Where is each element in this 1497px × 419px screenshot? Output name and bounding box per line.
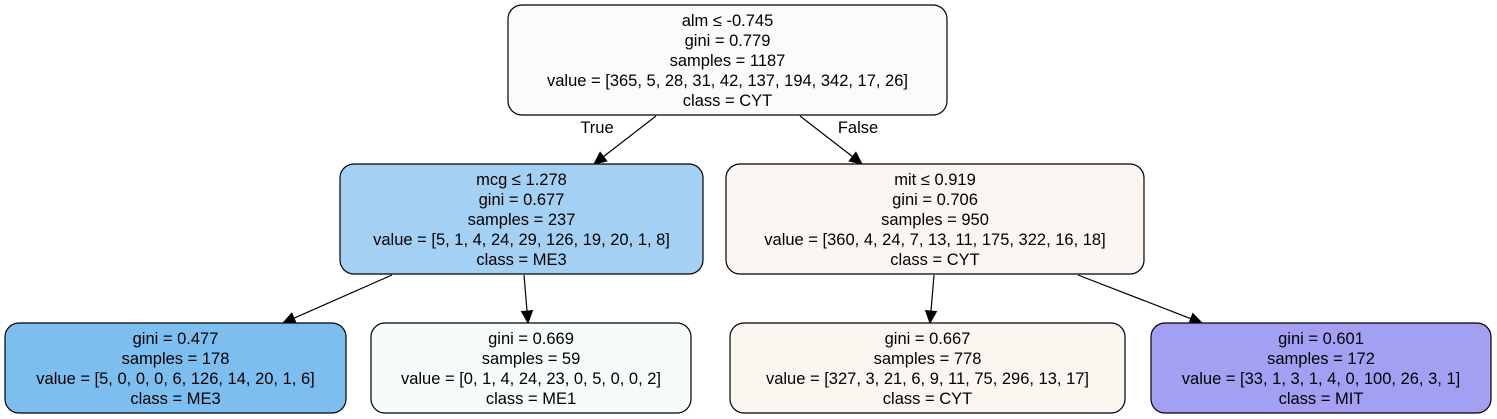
node-line: alm ≤ -0.745 [682,12,774,30]
node-line: gini = 0.667 [885,330,971,348]
edge-line [1077,274,1192,320]
arrowhead [848,151,863,165]
edge-root-left: True [580,115,657,165]
node-line: value = [5, 0, 0, 0, 6, 126, 14, 20, 1, … [36,370,314,388]
arrowhead [520,310,534,325]
edge-label: False [838,119,878,137]
node-box [725,163,1145,275]
node-line: samples = 237 [468,211,576,229]
node-line: value = [5, 1, 4, 24, 29, 126, 19, 20, 1… [373,231,670,249]
node-line: class = MIT [1279,390,1364,408]
node-line: samples = 172 [1267,350,1375,368]
node-line: class = CYT [890,251,979,269]
edge-line [293,274,393,319]
node-line: mcg ≤ 1.278 [476,171,567,189]
node-line: value = [365, 5, 28, 31, 42, 137, 194, 3… [547,72,908,90]
node-line: class = ME3 [130,390,220,408]
tree-node-rr: gini = 0.601 samples = 172 value = [33, 1,… [1150,322,1492,414]
node-line: class = CYT [683,92,772,110]
tree-node-root: alm ≤ -0.745 gini = 0.779 samples = 1187 va… [507,4,948,116]
tree-node-rl: gini = 0.667 samples = 778 value = [327, 3… [729,322,1126,414]
node-line: samples = 178 [122,350,230,368]
node-line: samples = 950 [881,211,989,229]
node-line: samples = 1187 [670,52,786,70]
edge-right-rl [924,274,938,325]
edge-root-right: False [799,115,878,165]
node-box [729,322,1126,414]
node-line: value = [0, 1, 4, 24, 23, 0, 5, 0, 0, 2] [401,370,661,388]
node-box [507,4,948,116]
node-line: gini = 0.779 [685,32,771,50]
arrowhead [593,151,608,165]
node-line: gini = 0.477 [133,330,219,348]
nodes-layer: alm ≤ -0.745 gini = 0.779 samples = 1187 va… [4,4,1492,414]
edge-left-ll [281,274,393,324]
arrowhead [924,310,938,325]
node-line: class = ME1 [486,390,576,408]
tree-node-left: mcg ≤ 1.278 gini = 0.677 samples = 237 valu… [339,163,704,275]
node-line: gini = 0.601 [1278,330,1364,348]
node-line: class = CYT [883,390,972,408]
edge-right-rr [1077,274,1204,325]
node-line: mit ≤ 0.919 [894,171,976,189]
node-box [370,322,692,414]
node-line: value = [360, 4, 24, 7, 13, 11, 175, 322… [764,231,1105,249]
edges-layer: True False [281,115,1204,325]
tree-node-lr: gini = 0.669 samples = 59 value = [0, 1, 4… [370,322,692,414]
node-line: value = [327, 3, 21, 6, 9, 11, 75, 296, … [766,370,1089,388]
node-line: samples = 778 [874,350,982,368]
arrowhead [1188,312,1204,325]
tree-node-right: mit ≤ 0.919 gini = 0.706 samples = 950 valu… [725,163,1145,275]
edge-label: True [580,119,613,137]
edge-line [930,274,935,312]
edge-line [523,274,528,312]
node-line: class = ME3 [476,251,566,269]
node-line: gini = 0.677 [479,191,565,209]
node-box [4,322,347,414]
node-line: samples = 59 [482,350,581,368]
node-line: value = [33, 1, 3, 1, 4, 0, 100, 26, 3, … [1182,370,1460,388]
edge-line [603,115,657,158]
edge-line [799,115,853,158]
arrowhead [281,312,297,324]
node-box [1150,322,1492,414]
edge-left-lr [520,274,534,325]
node-line: gini = 0.669 [488,330,574,348]
node-line: gini = 0.706 [892,191,978,209]
node-box [339,163,704,275]
tree-node-ll: gini = 0.477 samples = 178 value = [5, 0, … [4,322,347,414]
